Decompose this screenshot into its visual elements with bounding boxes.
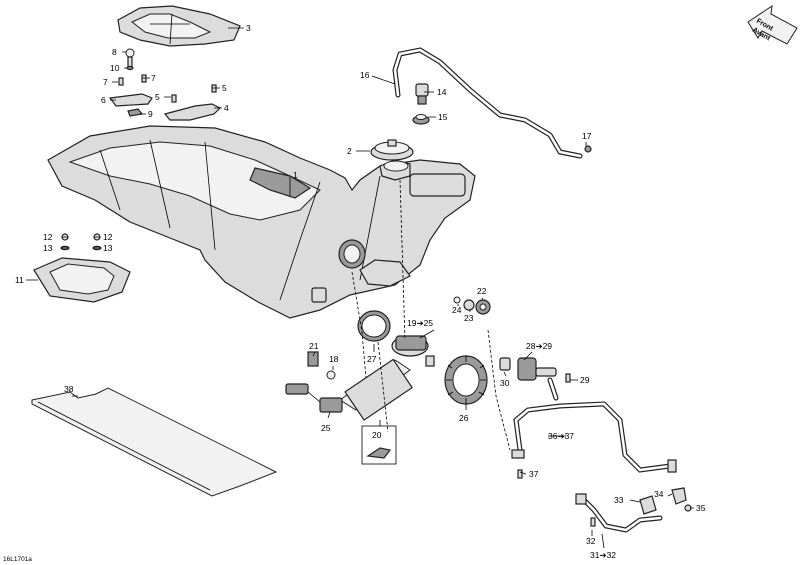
drawing-id: 16L1701a [3, 556, 32, 563]
part-9-clip [127, 108, 144, 117]
callout-18: 18 [329, 354, 339, 364]
part-16-vent-hose [392, 47, 583, 159]
callout-5-right: 5 [222, 83, 227, 93]
part-11-access-plate [33, 257, 131, 303]
part-21-connector [307, 351, 319, 367]
callout-27: 27 [367, 354, 377, 364]
part-4-bracket [163, 103, 222, 121]
callout-7-left: 7 [103, 77, 108, 87]
part-31-hose [575, 493, 663, 533]
callout-17: 17 [582, 131, 592, 141]
callout-12-left: 12 [43, 232, 53, 242]
callout-31-32: 31➔32 [590, 550, 616, 560]
part-29-clamp [565, 373, 571, 383]
part-23-ring [463, 299, 475, 311]
callout-32: 32 [586, 536, 596, 546]
part-38-pad [31, 387, 278, 497]
callout-4: 4 [224, 103, 229, 113]
part-7-screws [118, 74, 147, 86]
assembly-guide-lines [351, 179, 511, 451]
callout-14: 14 [437, 87, 447, 97]
callout-13-left: 13 [43, 243, 53, 253]
part-34-bracket [671, 487, 687, 505]
callout-34: 34 [654, 489, 664, 499]
part-25-sensor-harness [285, 383, 343, 413]
part-1-fuel-tank [47, 125, 476, 319]
callout-25: 25 [321, 423, 331, 433]
callout-19-25: 19➔25 [407, 318, 433, 328]
callout-6: 6 [101, 95, 106, 105]
part-17-hose-end [584, 145, 592, 153]
part-18-seal [326, 370, 336, 380]
callout-20: 20 [372, 430, 382, 440]
callout-10: 10 [110, 63, 120, 73]
part-26-lock-ring [444, 355, 488, 405]
callout-5-left: 5 [155, 92, 160, 102]
part-19-fuel-pump-module [339, 335, 435, 421]
callout-9: 9 [148, 109, 153, 119]
callout-36-37: 36➔37 [548, 431, 574, 441]
callout-23: 23 [464, 313, 474, 323]
callout-24: 24 [452, 305, 462, 315]
callout-21: 21 [309, 341, 319, 351]
part-30-fitting [499, 357, 511, 371]
part-2-fuel-cap [370, 139, 414, 161]
callout-26: 26 [459, 413, 469, 423]
part-10-o-ring [126, 65, 134, 71]
callout-1: 1 [293, 170, 298, 180]
part-36-fuel-hose [511, 401, 677, 473]
part-28-quick-connect [517, 357, 559, 401]
part-22-cap [475, 299, 491, 315]
callout-3: 3 [246, 23, 251, 33]
callout-33: 33 [614, 495, 624, 505]
part-24-oring [453, 296, 461, 304]
callout-35: 35 [696, 503, 706, 513]
part-15-grommet [412, 114, 430, 125]
part-32-clamp [590, 517, 596, 527]
callout-13-right: 13 [103, 243, 113, 253]
callout-16: 16 [360, 70, 370, 80]
part-6-bracket [108, 93, 153, 107]
part-27-seal-ring [357, 310, 391, 342]
callout-30: 30 [500, 378, 510, 388]
callout-7-right: 7 [151, 73, 156, 83]
callout-38: 38 [64, 384, 74, 394]
callout-8: 8 [112, 47, 117, 57]
callout-22: 22 [477, 286, 487, 296]
callout-12-right: 12 [103, 232, 113, 242]
callout-15: 15 [438, 112, 448, 122]
callout-37: 37 [529, 469, 539, 479]
callout-11: 11 [15, 275, 24, 285]
part-8-vent-fitting [125, 48, 135, 68]
part-5-screws [171, 84, 217, 103]
callout-leader-lines [26, 27, 694, 549]
part-37-clamps [517, 469, 523, 479]
part-3-tank-cover [117, 5, 241, 47]
callout-29: 29 [580, 375, 590, 385]
part-33-bracket [639, 495, 657, 515]
part-14-valve [415, 83, 429, 105]
part-20-detail-box [361, 425, 397, 465]
callout-28-29: 28➔29 [526, 341, 552, 351]
front-direction-arrow: Front Avant [747, 4, 798, 45]
callout-2: 2 [347, 146, 352, 156]
